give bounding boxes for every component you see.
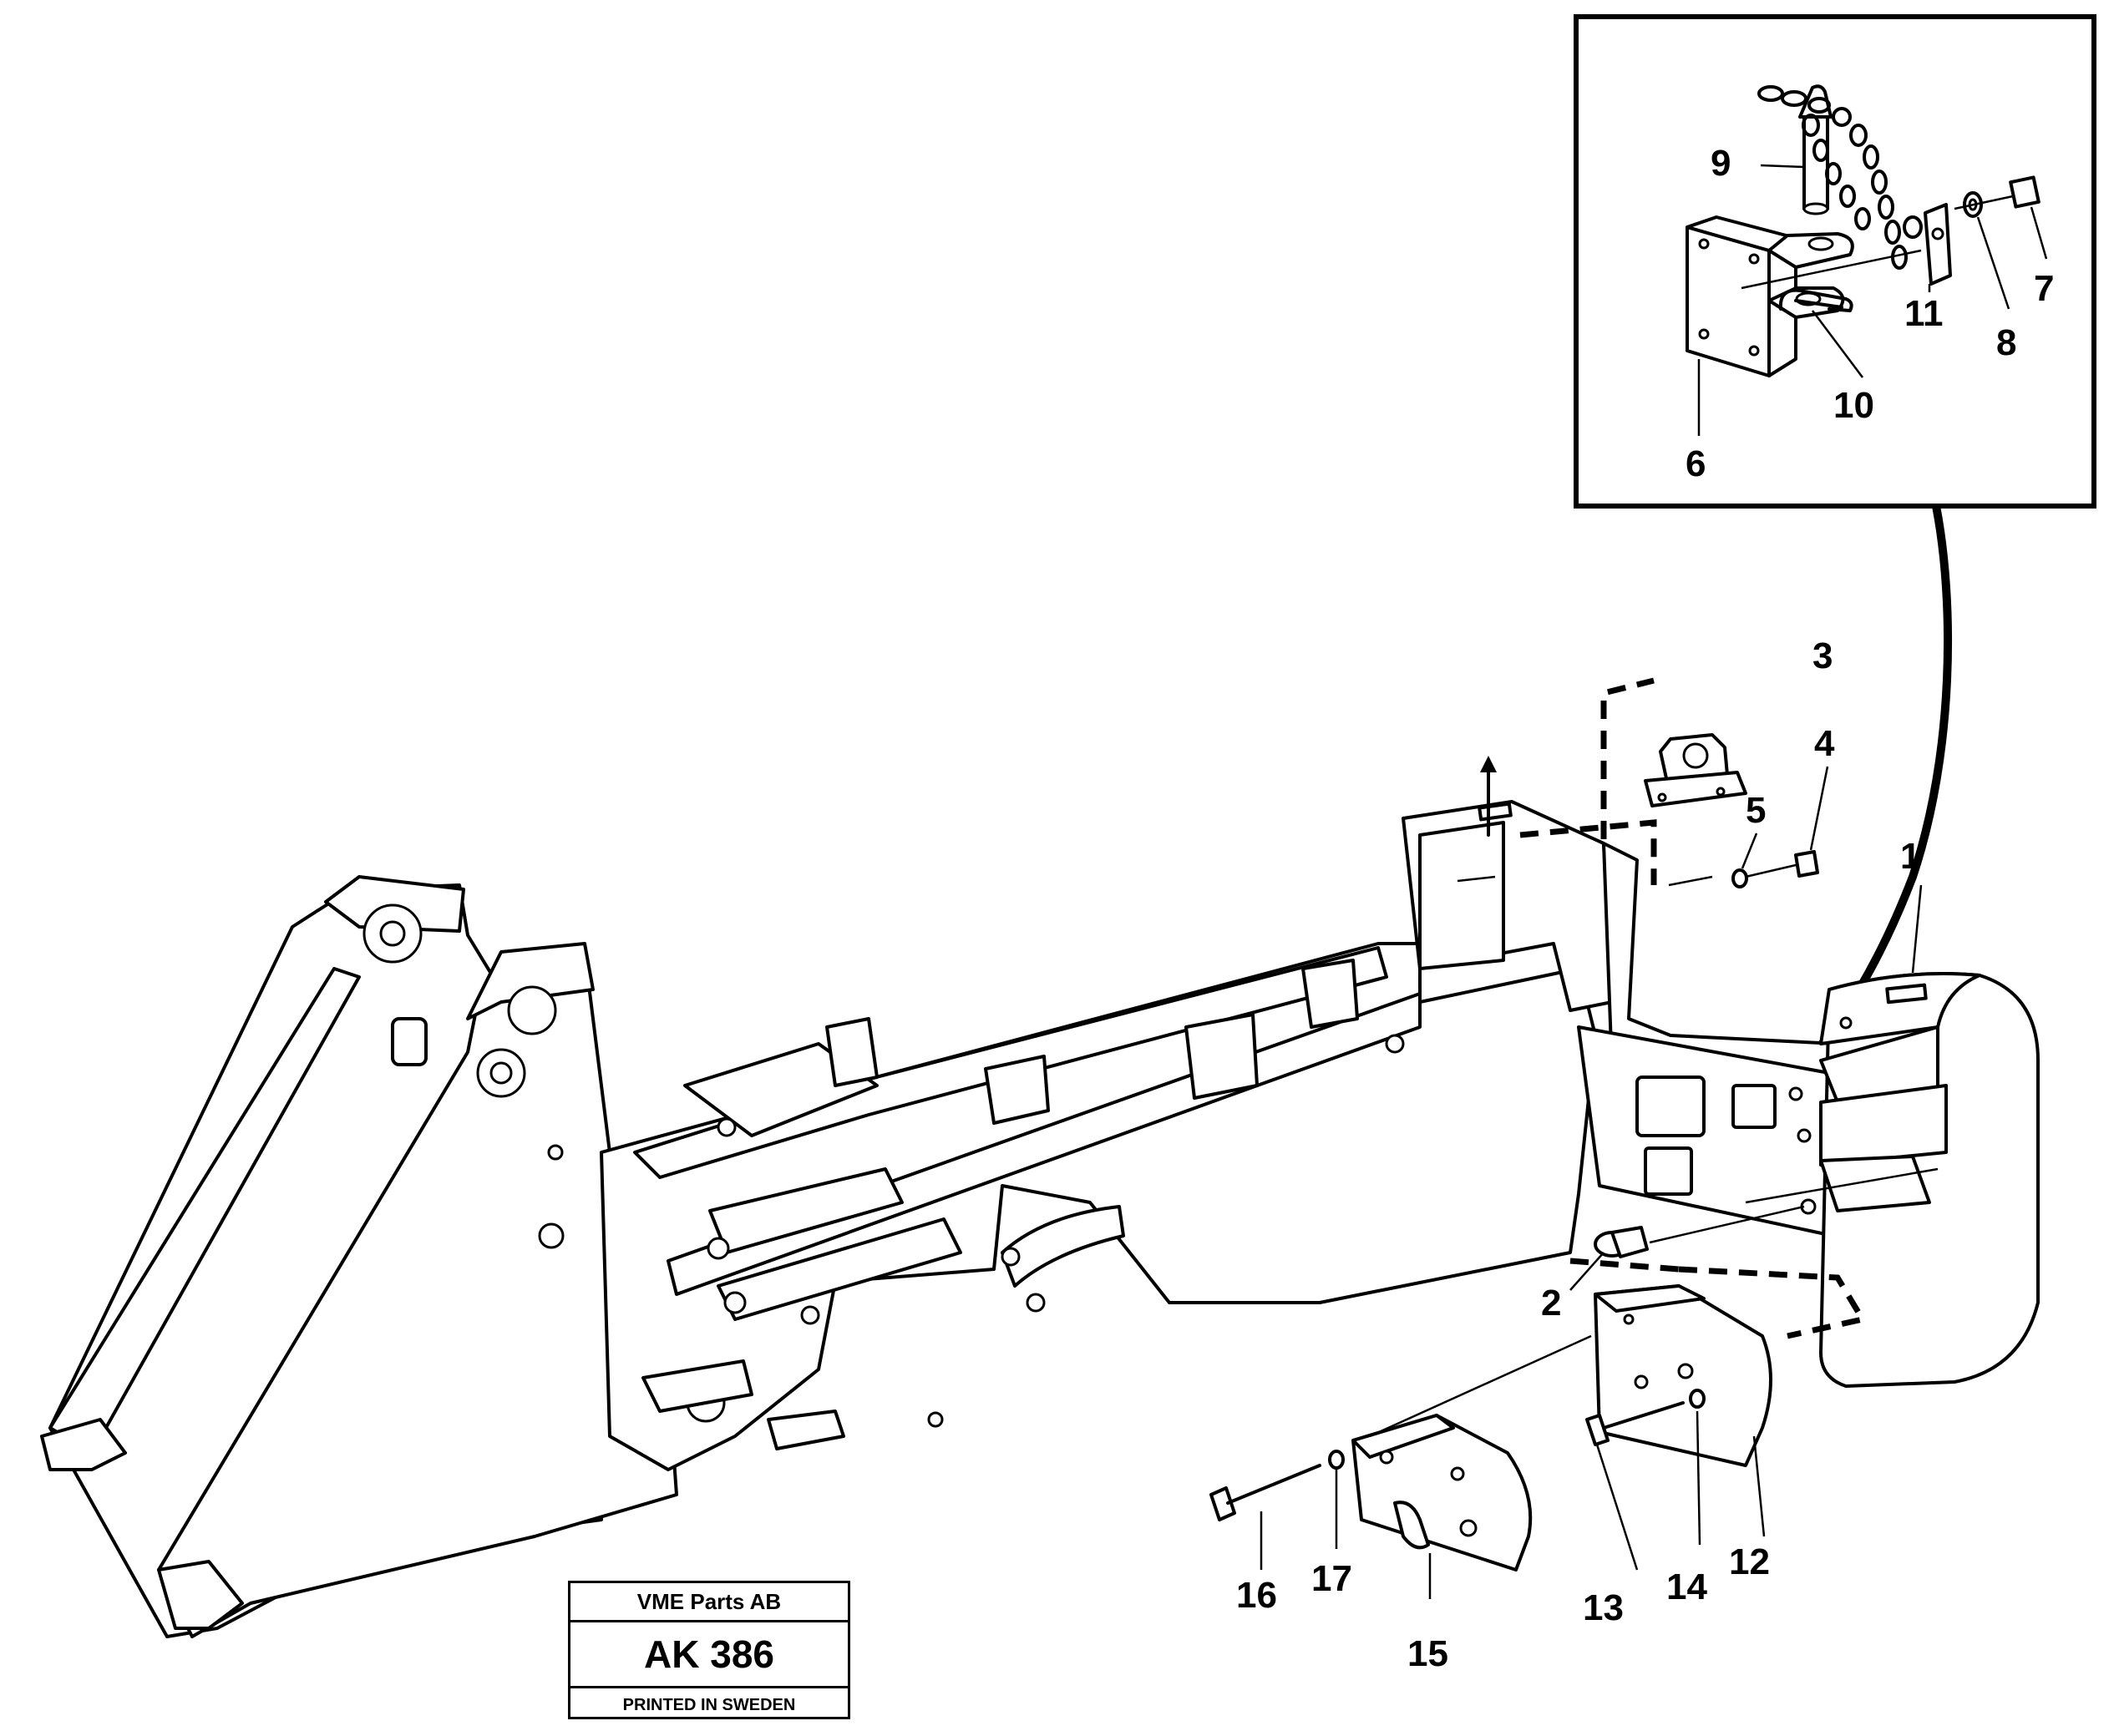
plug bbox=[1594, 1205, 1805, 1258]
lifting-eye bbox=[1480, 677, 1747, 887]
callout-11: 11 bbox=[1904, 293, 1944, 334]
callout-5: 5 bbox=[1746, 790, 1766, 831]
callout-7: 7 bbox=[2034, 268, 2054, 309]
callout-13: 13 bbox=[1583, 1587, 1624, 1628]
callout-14: 14 bbox=[1666, 1566, 1707, 1607]
weight-block-right bbox=[1569, 1258, 1868, 1467]
stamp-company: VME Parts AB bbox=[570, 1583, 848, 1622]
stamp-printed: PRINTED IN SWEDEN bbox=[622, 1696, 796, 1714]
rear-frame bbox=[1402, 800, 1839, 1237]
front-frame bbox=[40, 875, 1597, 1638]
bolt-washer-left bbox=[1209, 1450, 1432, 1599]
callout-1: 1 bbox=[1900, 836, 1920, 877]
callout-10: 10 bbox=[1833, 385, 1874, 426]
callout-3: 3 bbox=[1812, 635, 1833, 676]
callout-2: 2 bbox=[1541, 1283, 1561, 1324]
weight-block-left bbox=[1351, 1334, 1592, 1572]
callout-15: 15 bbox=[1407, 1633, 1448, 1674]
callout-4: 4 bbox=[1814, 723, 1835, 764]
counterweight bbox=[1745, 972, 2040, 1388]
stamp-code: AK 386 bbox=[570, 1622, 848, 1688]
bolt-washer-right bbox=[1585, 1389, 1766, 1571]
detail-inset bbox=[1574, 14, 2096, 509]
hitch-pin bbox=[1798, 84, 1833, 215]
lynch-pin bbox=[1778, 288, 1853, 312]
callout-17: 17 bbox=[1311, 1558, 1352, 1599]
callout-6: 6 bbox=[1686, 443, 1706, 484]
chain-bracket bbox=[1924, 203, 1952, 286]
callout-9: 9 bbox=[1711, 143, 1731, 184]
callout-8: 8 bbox=[1996, 322, 2016, 363]
safety-chain bbox=[1757, 85, 1923, 270]
hitch-plate bbox=[1686, 215, 1922, 377]
washer-bolt-3 bbox=[1731, 766, 1829, 888]
washer-and-bolt bbox=[1954, 175, 2040, 218]
callout-12: 12 bbox=[1729, 1541, 1770, 1582]
callout-16: 16 bbox=[1236, 1575, 1277, 1616]
parts-stamp: VME Parts AB AK 386 PRINTED IN SWEDEN bbox=[568, 1581, 850, 1719]
